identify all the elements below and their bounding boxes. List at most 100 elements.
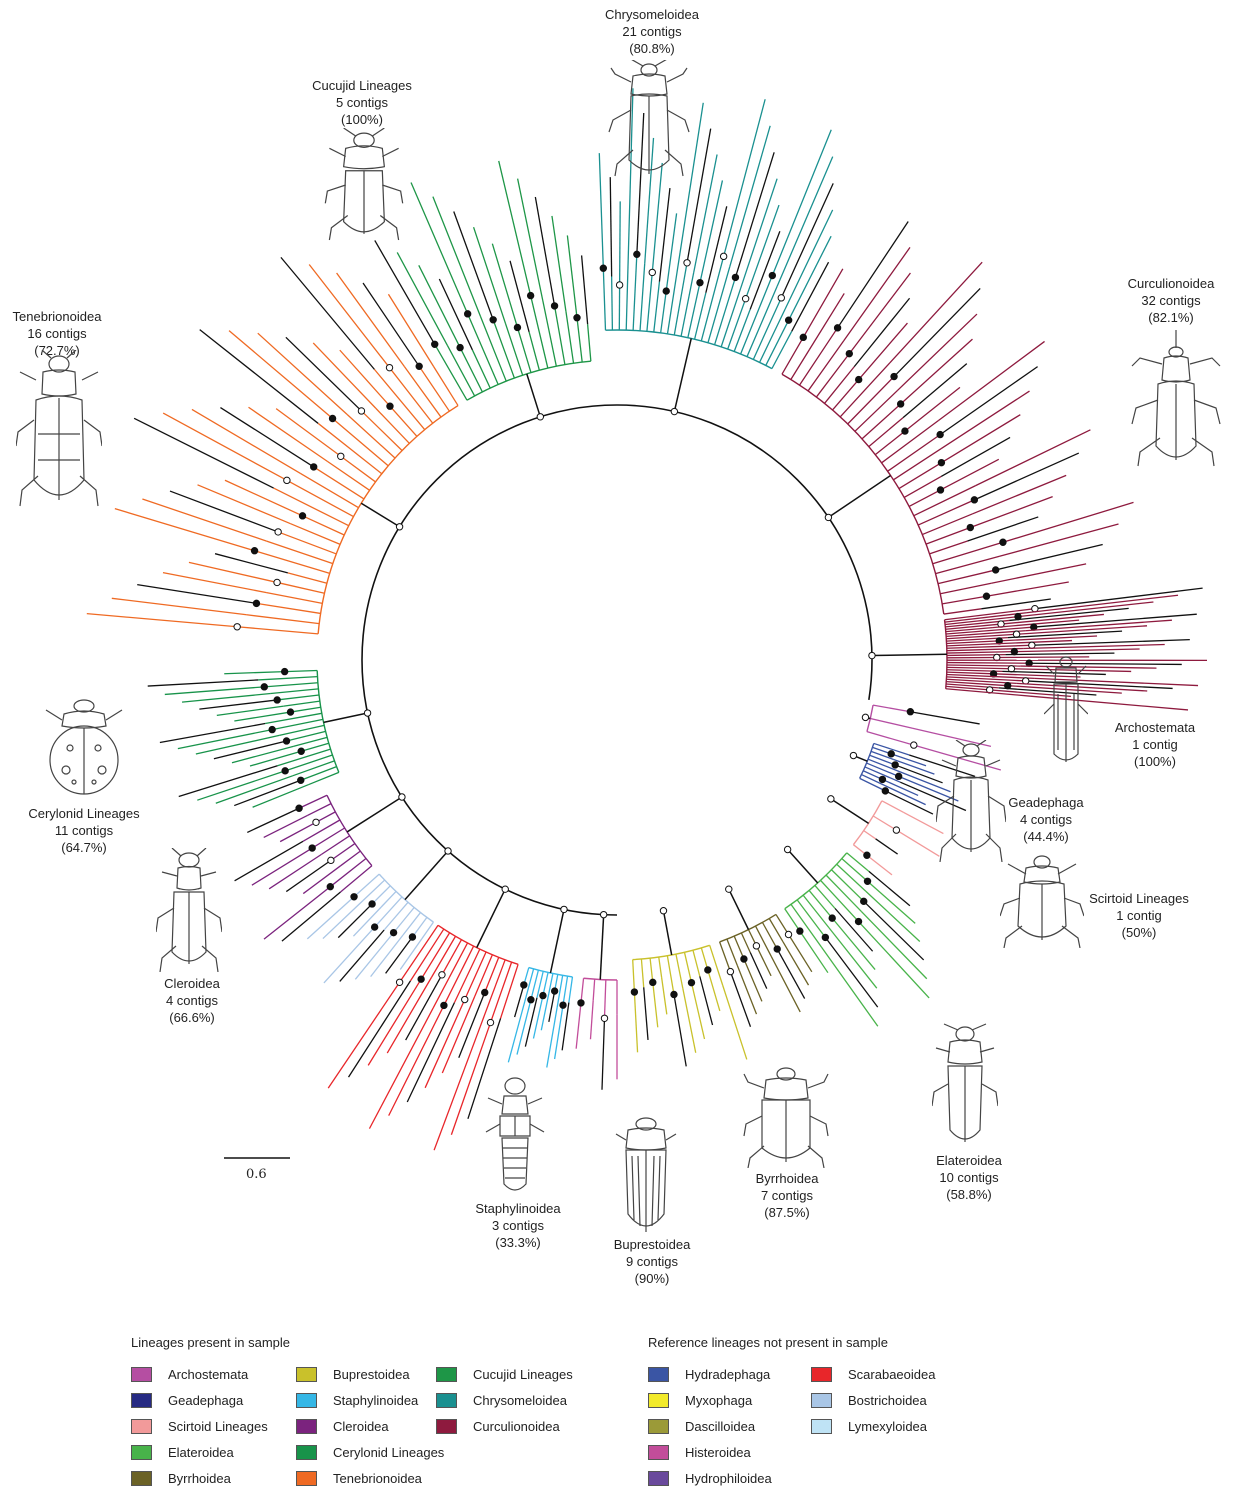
tree-branch [580, 255, 589, 325]
tree-node [773, 945, 781, 953]
tree-branch [421, 921, 434, 940]
tree-branch [831, 917, 876, 970]
tree-branch [441, 939, 463, 976]
tree-node [970, 496, 979, 504]
tree-branch [321, 835, 351, 855]
tree-branch [946, 630, 1026, 638]
tree-branch [939, 366, 1038, 436]
tree-branch [329, 857, 367, 888]
tree-branch [352, 906, 382, 937]
tree-branch [854, 389, 899, 432]
tree-node [327, 856, 335, 865]
legend-swatch [296, 1392, 317, 1408]
tree-branch [874, 430, 906, 456]
tree-branch [336, 272, 405, 368]
tree-node [719, 252, 728, 261]
tree-branch [234, 840, 304, 882]
tree-node [461, 995, 469, 1004]
tree-branch [872, 815, 897, 831]
tree-branch [603, 979, 607, 1019]
tree-branch [673, 262, 688, 336]
tree-branch [815, 353, 850, 398]
tree-node [696, 278, 704, 287]
tree-branch [411, 917, 428, 938]
legend-swatch [436, 1418, 457, 1434]
tree-branch [942, 595, 987, 605]
legend-item-bostrichoidea: Bostrichoidea [811, 1391, 927, 1409]
tree-branch [1016, 625, 1148, 635]
tree-branch [784, 908, 801, 932]
tree-node [1025, 659, 1033, 667]
legend-item-lymexyloidea: Lymexyloidea [811, 1417, 927, 1435]
tree-branch [1014, 648, 1140, 653]
tree-branch [575, 1002, 582, 1049]
tree-branch [658, 956, 663, 978]
tree-branch [234, 711, 291, 722]
tree-branch [298, 794, 328, 809]
tree-node [415, 362, 423, 371]
tree-branch [859, 777, 886, 792]
tree-branch [268, 853, 322, 890]
tree-branch [761, 922, 778, 950]
legend-swatch [296, 1366, 317, 1382]
tree-branch [618, 201, 621, 285]
tree-node [890, 372, 898, 381]
tree-branch [993, 673, 1081, 678]
tree-node [649, 978, 657, 987]
tree-branch [1034, 677, 1199, 687]
tree-node [910, 741, 918, 749]
tree-branch [532, 995, 544, 1039]
legend-label: Tenebrionoidea [333, 1470, 422, 1486]
tree-branch [912, 727, 992, 747]
tree-branch [658, 188, 671, 282]
tree-node [417, 975, 425, 983]
tree-branch [516, 327, 532, 373]
tree-branch [589, 1000, 594, 1040]
tree-node [281, 767, 289, 775]
tree-node [600, 1014, 609, 1022]
tree-branch [998, 687, 1097, 696]
legend-label: Buprestoidea [333, 1366, 410, 1382]
legend-label: Myxophaga [685, 1392, 753, 1408]
tree-branch [231, 745, 295, 764]
tree-node [431, 340, 439, 348]
legend-item-staphylinoidea: Staphylinoidea [296, 1391, 418, 1409]
tree-branch [432, 196, 482, 317]
tree-branch [1025, 680, 1173, 690]
tree-node [784, 316, 793, 324]
tree-branch [873, 742, 910, 756]
tree-node [768, 271, 777, 280]
tree-branch [868, 870, 911, 907]
tree-branch [499, 964, 519, 1019]
tree-branch [247, 807, 300, 833]
tree-branch [489, 961, 513, 1023]
tree-branch [601, 1018, 606, 1090]
legend-swatch [296, 1470, 317, 1486]
archostematan-beetle-illustration [1044, 656, 1088, 762]
tree-node [854, 375, 863, 384]
tree-branch [284, 669, 318, 673]
tree-branch [275, 408, 342, 457]
tree-branch [386, 976, 433, 1054]
tree-branch [459, 347, 483, 393]
tree-branch [652, 982, 659, 1028]
tree-node [704, 966, 712, 974]
tree-branch [841, 858, 868, 882]
tree-branch [673, 338, 692, 412]
tree-branch [360, 410, 403, 452]
tree-branch [181, 692, 271, 703]
tree-branch [921, 513, 973, 536]
tree-branch [286, 730, 326, 742]
tree-branch [707, 266, 731, 343]
tree-branch [946, 661, 1030, 664]
tree-branch [1007, 685, 1122, 694]
tree-branch [285, 336, 362, 412]
tree-branch [946, 666, 1012, 670]
tree-branch [347, 980, 411, 1078]
tree-branch [945, 623, 1002, 630]
tree-branch [866, 762, 899, 777]
tree-branch [385, 936, 413, 974]
tree-branch [940, 390, 1030, 450]
chrysomelid-beetle-illustration [608, 60, 690, 177]
legend-swatch [648, 1418, 669, 1434]
